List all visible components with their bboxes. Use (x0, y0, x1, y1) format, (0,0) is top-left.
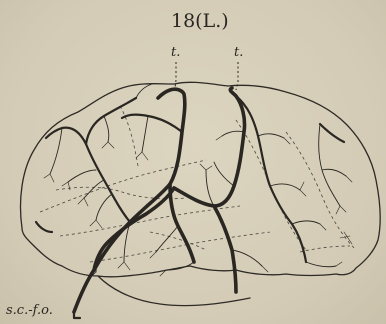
fine-branches (44, 84, 352, 278)
sulci (40, 106, 356, 262)
vessels (36, 88, 344, 318)
figure-title: 18(L.) (171, 10, 229, 32)
marker-t-right: t. (234, 45, 243, 60)
temporal-lower-outline (98, 276, 250, 306)
marker-t-left: t. (171, 45, 180, 60)
corner-label: s.c.-f.o. (6, 303, 53, 318)
